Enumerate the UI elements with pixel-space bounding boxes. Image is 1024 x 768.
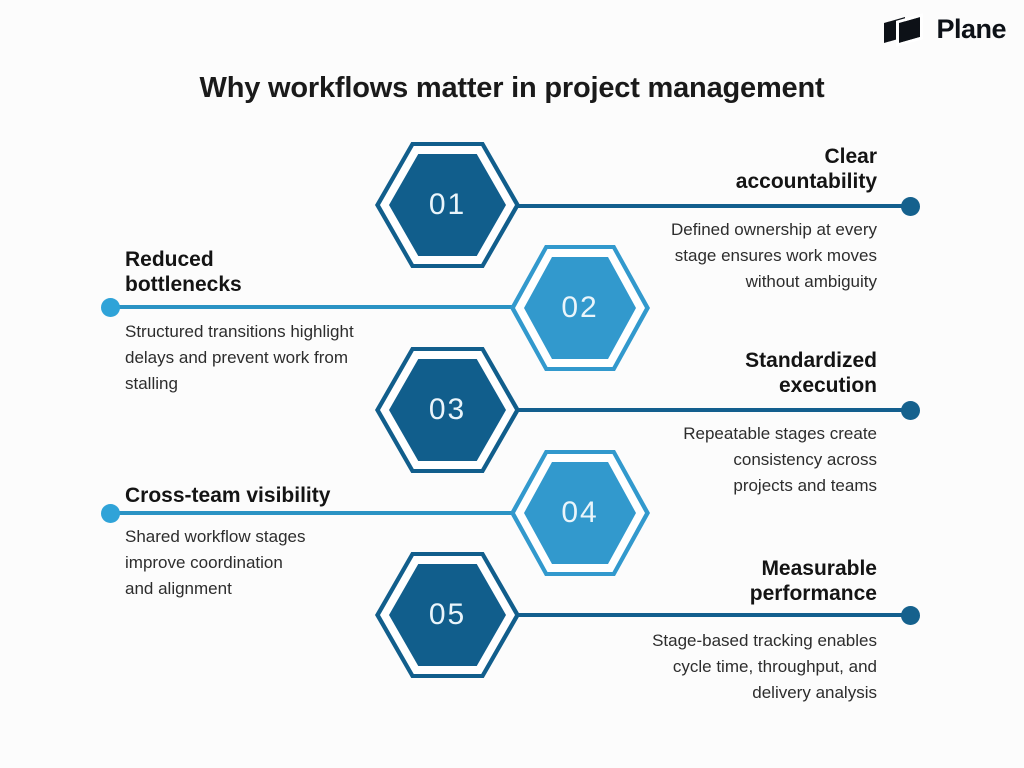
connector-line-03 [516, 408, 910, 412]
step-description-line: Defined ownership at every [670, 220, 877, 239]
step-description-line: cycle time, throughput, and [672, 657, 877, 676]
connector-line-05 [516, 613, 910, 617]
step-title-03: Standardized execution [557, 348, 877, 398]
connector-dot-03 [901, 401, 920, 420]
hexagon-fill [389, 564, 506, 666]
connector-dot-04 [101, 504, 120, 523]
hexagon-step-05: 05 [375, 552, 520, 678]
step-description-01: Defined ownership at every stage ensures… [557, 217, 877, 295]
step-title-04: Cross-team visibility [125, 483, 445, 508]
step-title-line: Reduced [125, 248, 214, 271]
step-title-05: Measurable performance [557, 556, 877, 606]
hexagon-step-02: 02 [510, 245, 650, 371]
step-description-line: and alignment [125, 579, 232, 598]
step-description-line: without ambiguity [745, 272, 877, 291]
step-title-line: accountability [735, 170, 877, 193]
plane-logo: Plane [883, 12, 1006, 47]
hexagon-fill [389, 359, 506, 461]
step-number-01: 01 [428, 188, 467, 221]
step-description-line: Stage-based tracking enables [652, 631, 877, 650]
hexagon-fill [524, 462, 636, 564]
step-title-line: Measurable [761, 557, 877, 580]
hexagon-step-04: 04 [510, 450, 650, 576]
step-description-05: Stage-based tracking enables cycle time,… [557, 628, 877, 706]
step-number-05: 05 [428, 598, 467, 631]
step-title-line: performance [749, 582, 877, 605]
logo-tile-right [896, 13, 924, 47]
step-description-line: Structured transitions highlight [125, 322, 354, 341]
connector-dot-05 [901, 606, 920, 625]
hexagon-step-03: 03 [375, 347, 520, 473]
connector-line-02 [111, 305, 512, 309]
step-description-03: Repeatable stages create consistency acr… [557, 421, 877, 499]
step-number-03: 03 [428, 393, 467, 426]
hexagon-step-01: 01 [375, 142, 520, 268]
step-description-line: Repeatable stages create [683, 424, 877, 443]
step-description-line: delays and prevent work from [125, 348, 348, 367]
step-description-line: stalling [125, 374, 178, 393]
hexagon-fill [389, 154, 506, 256]
step-number-02: 02 [561, 291, 599, 324]
plane-logo-icon [883, 12, 927, 47]
page-title: Why workflows matter in project manageme… [199, 72, 825, 104]
hexagon-fill [524, 257, 636, 359]
step-title-line: execution [778, 374, 877, 397]
step-title-02: Reduced bottlenecks [125, 247, 445, 297]
connector-dot-02 [101, 298, 120, 317]
step-title-line: Standardized [745, 349, 877, 372]
step-title-line: Cross-team visibility [125, 484, 331, 507]
step-title-line: Clear [824, 145, 877, 168]
connector-dot-01 [901, 197, 920, 216]
connector-line-04 [111, 511, 512, 515]
connector-line-01 [516, 204, 910, 208]
step-description-line: projects and teams [733, 476, 877, 495]
step-description-line: delivery analysis [752, 683, 877, 702]
step-title-01: Clear accountability [557, 144, 877, 194]
step-description-04: Shared workflow stages improve coordinat… [125, 524, 445, 602]
step-number-04: 04 [561, 496, 599, 529]
step-description-line: Shared workflow stages [125, 527, 306, 546]
step-title-line: bottlenecks [125, 273, 242, 296]
step-description-line: stage ensures work moves [674, 246, 877, 265]
step-description-line: consistency across [733, 450, 877, 469]
step-description-02: Structured transitions highlight delays … [125, 319, 445, 397]
step-description-line: improve coordination [125, 553, 283, 572]
plane-logo-text: Plane [936, 13, 1006, 44]
